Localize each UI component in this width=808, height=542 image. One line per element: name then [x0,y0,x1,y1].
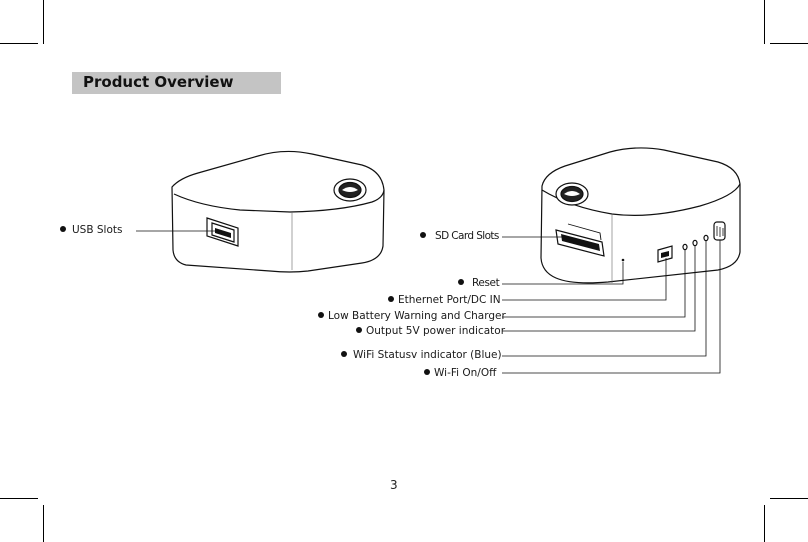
label-text: Wi-Fi On/Off [434,367,497,379]
crop-mark-tr-h [770,43,808,44]
crop-mark-tr-v [764,0,765,44]
label-text: Output 5V power indicator [366,325,506,337]
section-title-bar: Product Overview [72,72,281,94]
left-device-illustration [171,150,385,273]
bullet-dot [420,232,426,238]
crop-mark-bl-v [43,505,44,542]
bullet-dot [424,369,430,375]
label-reset: Reset [458,277,500,289]
bullet-dot [356,327,362,333]
label-usb-slots: USB Slots [60,224,123,236]
label-wifi-status: WiFi Statusv indicator (Blue) [341,349,502,361]
bullet-dot [388,296,394,302]
label-sd-card-slots: SD Card Slots [420,230,499,242]
crop-mark-tl-h [0,43,38,44]
label-text: SD Card Slots [435,230,499,242]
label-output-power: Output 5V power indicator [356,325,505,337]
bullet-dot [60,226,66,232]
section-title: Product Overview [83,73,234,91]
right-device-illustration [540,147,741,284]
bullet-dot [458,279,464,285]
crop-mark-br-h [770,498,808,499]
crop-mark-tl-v [43,0,44,44]
crop-mark-br-v [764,505,765,542]
label-ethernet-port: Ethernet Port/DC IN [388,294,501,306]
label-low-battery: Low Battery Warning and Charger [318,310,506,322]
label-text: USB Slots [72,224,123,236]
page-number: 3 [390,478,398,492]
bullet-dot [318,312,324,318]
label-text: Low Battery Warning and Charger [328,310,506,322]
label-text: Ethernet Port/DC IN [398,294,501,306]
bullet-dot [341,351,347,357]
label-text: Reset [472,277,500,289]
label-text: WiFi Statusv indicator (Blue) [353,349,502,361]
crop-mark-bl-h [0,498,38,499]
label-wifi-onoff: Wi-Fi On/Off [424,367,496,379]
leader-lines [136,230,721,374]
